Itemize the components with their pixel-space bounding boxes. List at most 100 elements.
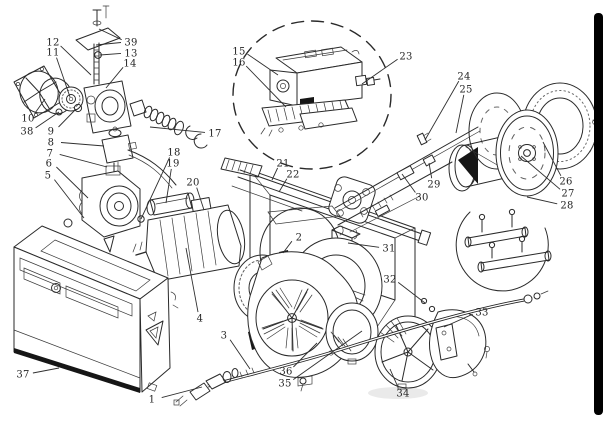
callout-leader-line (32, 367, 60, 374)
washer (73, 103, 83, 113)
callout-label-1: 1 (149, 394, 156, 405)
callout-leader-line (443, 313, 473, 328)
callout-label-15: 15 (232, 46, 245, 57)
callout-leader-line (293, 342, 318, 368)
callout-leader-line (165, 168, 172, 204)
callout-leader-line (282, 240, 293, 254)
callout-leader-line (60, 45, 92, 76)
scan-smudge (368, 387, 428, 399)
guard-screw (55, 108, 63, 116)
callout-label-20: 20 (186, 177, 199, 188)
cable-terminals (523, 290, 549, 304)
callout-leader-line (347, 242, 380, 248)
callout-leader-line (161, 386, 203, 399)
callout-label-35: 35 (278, 378, 291, 389)
callout-label-10: 10 (21, 113, 34, 124)
callout-leader-line (56, 166, 89, 199)
callout-label-25: 25 (459, 84, 472, 95)
callout-leader-line (542, 141, 562, 177)
page-edge-bar (594, 13, 603, 415)
callout-leader-line (54, 179, 85, 219)
callout-label-33: 33 (475, 307, 488, 318)
callout-leader-line (95, 42, 122, 46)
callout-leader-line (401, 173, 416, 193)
callout-label-6: 6 (46, 158, 53, 169)
burner-housing-group (247, 205, 490, 390)
damper-screw (420, 297, 428, 305)
callout-label-4: 4 (197, 313, 204, 324)
drain-cone (103, 235, 115, 253)
callout-leader-line (149, 126, 206, 133)
callout-label-18: 18 (167, 147, 180, 158)
rod-holder (416, 132, 428, 146)
callout-label-36: 36 (279, 366, 292, 377)
coupling-nut (396, 165, 415, 181)
control-box-group (232, 20, 392, 170)
shaft-nut (137, 215, 145, 223)
callout-label-27: 27 (561, 188, 574, 199)
callout-label-23: 23 (399, 51, 412, 62)
callout-leader-line (56, 57, 71, 98)
callout-leader-line (59, 153, 108, 168)
burner-control-box (260, 46, 381, 137)
callout-leader-line (245, 65, 287, 108)
callout-label-3: 3 (221, 330, 228, 341)
callout-leader-line (99, 52, 122, 56)
callout-label-30: 30 (415, 192, 428, 203)
dashed-highlight-circle (232, 20, 392, 170)
callout-label-13: 13 (124, 48, 137, 59)
callout-label-22: 22 (286, 169, 299, 180)
callout-label-5: 5 (45, 170, 52, 181)
damper-screw (428, 305, 436, 313)
callout-label-19: 19 (166, 158, 179, 169)
terminal-strip (260, 99, 358, 137)
callout-leader-line (105, 67, 124, 89)
callout-leader-line (293, 330, 363, 380)
callout-leader-line (140, 157, 171, 220)
callout-label-29: 29 (427, 179, 440, 190)
callout-label-26: 26 (559, 176, 572, 187)
mounting-rods (334, 126, 481, 233)
drive-gear (58, 86, 84, 112)
coupling-spring (129, 99, 208, 149)
electrode-assembly (455, 208, 552, 292)
rod-nut (422, 154, 436, 167)
callout-label-9: 9 (48, 126, 55, 137)
callout-label-16: 16 (232, 57, 245, 68)
callout-leader-line (424, 80, 460, 141)
burner-cover (13, 225, 179, 393)
callout-leader-line (520, 155, 561, 190)
callout-leader-line (60, 142, 105, 147)
callout-label-34: 34 (396, 388, 409, 399)
callout-leader-line (247, 53, 279, 76)
callout-label-14: 14 (123, 58, 136, 69)
callout-label-2: 2 (296, 232, 303, 243)
pump-nut (63, 218, 73, 228)
callout-leader-line (229, 339, 251, 370)
callout-leader-line (35, 111, 60, 129)
cable-assembly (173, 290, 549, 407)
callout-leader-line (389, 368, 399, 388)
small-screw (299, 377, 307, 385)
callout-label-8: 8 (48, 137, 55, 148)
motor-body (135, 197, 246, 282)
callout-leader-line (34, 98, 46, 114)
callout-label-38: 38 (20, 126, 33, 137)
callout-leader-line (455, 94, 465, 134)
callout-label-24: 24 (457, 71, 470, 82)
pump-fan-guard-group (13, 5, 208, 149)
warning-arrow-sticker (145, 311, 164, 346)
callout-label-7: 7 (47, 148, 54, 159)
half-ring (193, 133, 208, 149)
cable-plug (173, 367, 255, 407)
hydraulic-pump-body (83, 80, 132, 134)
callout-leader-line (271, 167, 279, 181)
callout-label-21: 21 (276, 158, 289, 169)
callout-label-12: 12 (46, 37, 59, 48)
callout-label-32: 32 (383, 274, 396, 285)
callout-leader-line (98, 28, 122, 41)
capacitor (146, 192, 195, 216)
chassis-frame (220, 157, 432, 392)
